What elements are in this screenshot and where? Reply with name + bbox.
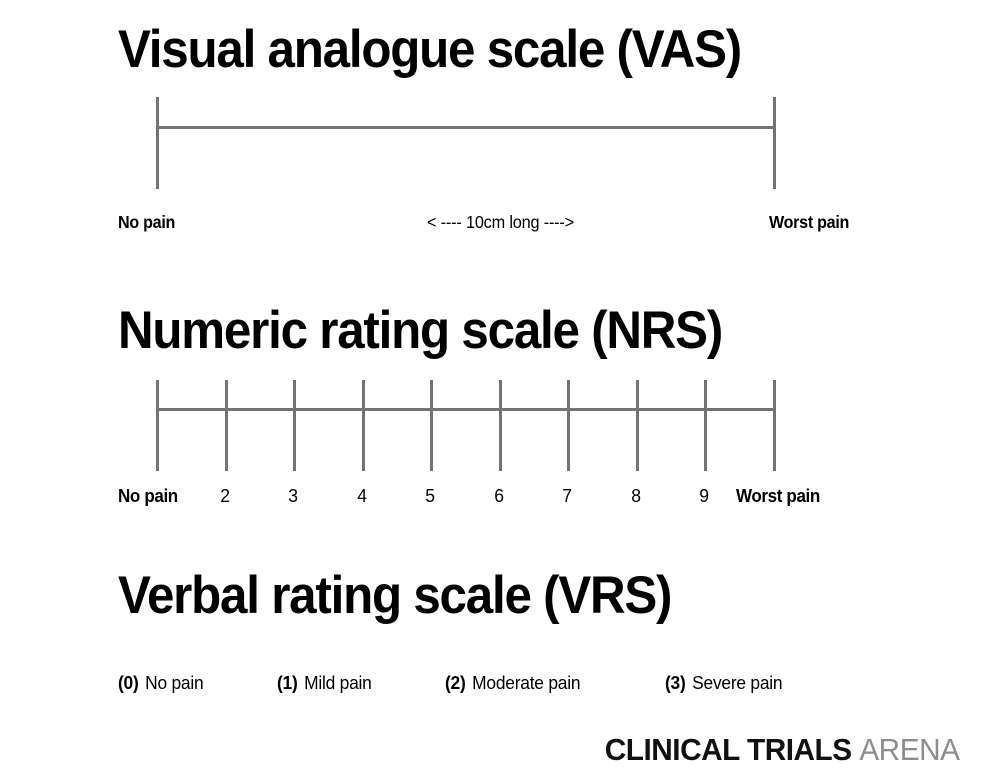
vrs-option-number-3: (3) — [665, 672, 686, 693]
nrs-tick-7 — [635, 380, 639, 471]
vas-tick-right — [773, 97, 776, 189]
vrs-option-1[interactable]: (1) Mild pain — [277, 670, 372, 696]
vas-anchor-no-pain: No pain — [118, 212, 176, 232]
vas-length-note: < ---- 10cm long ----> — [427, 212, 574, 232]
nrs-anchor-worst-pain: Worst pain — [736, 485, 820, 506]
vrs-option-label-2: Moderate pain — [472, 672, 581, 693]
nrs-tick-label-4: 4 — [356, 485, 367, 506]
nrs-axis-line — [156, 408, 776, 411]
nrs-tick-6 — [567, 380, 571, 471]
vrs-option-label-1: Mild pain — [304, 672, 372, 693]
nrs-tick-2 — [293, 380, 297, 471]
vrs-option-number-1: (1) — [277, 672, 298, 693]
nrs-title: Numeric rating scale (NRS) — [118, 301, 723, 360]
nrs-tick-label-5: 5 — [425, 485, 436, 506]
vrs-option-3[interactable]: (3) Severe pain — [665, 670, 783, 696]
vrs-option-0[interactable]: (0) No pain — [118, 670, 204, 696]
nrs-tick-4 — [430, 380, 434, 471]
logo-strong-text: CLINICAL TRIALS — [604, 732, 852, 767]
nrs-tick-1 — [224, 380, 228, 471]
vas-title: Visual analogue scale (VAS) — [118, 20, 742, 79]
nrs-tick-label-7: 7 — [562, 485, 573, 506]
nrs-tick-0 — [156, 380, 159, 471]
vas-tick-left — [156, 97, 159, 189]
vrs-option-label-0: No pain — [145, 672, 204, 693]
nrs-label-row: No pain 2 3 4 5 6 7 8 9 Worst pain — [0, 484, 1001, 512]
nrs-tick-8 — [704, 380, 708, 471]
nrs-tick-label-2: 2 — [219, 485, 230, 506]
vrs-option-number-0: (0) — [118, 672, 139, 693]
nrs-tick-9 — [773, 380, 776, 471]
nrs-tick-label-3: 3 — [288, 485, 298, 506]
vas-axis-line — [156, 126, 776, 129]
vrs-option-2[interactable]: (2) Moderate pain — [445, 670, 581, 696]
nrs-tick-3 — [361, 380, 365, 471]
nrs-anchor-no-pain: No pain — [118, 485, 178, 506]
vas-anchor-worst-pain: Worst pain — [768, 212, 849, 232]
nrs-tick-5 — [498, 380, 502, 471]
logo-light-text: ARENA — [858, 732, 960, 767]
vrs-title: Verbal rating scale (VRS) — [118, 566, 672, 625]
nrs-tick-label-9: 9 — [699, 485, 710, 506]
vas-label-row: No pain < ---- 10cm long ----> Worst pai… — [0, 211, 1001, 237]
vrs-option-label-3: Severe pain — [692, 672, 783, 693]
nrs-tick-label-6: 6 — [493, 485, 504, 506]
vrs-option-number-2: (2) — [445, 672, 466, 693]
nrs-tick-label-8: 8 — [631, 485, 641, 506]
